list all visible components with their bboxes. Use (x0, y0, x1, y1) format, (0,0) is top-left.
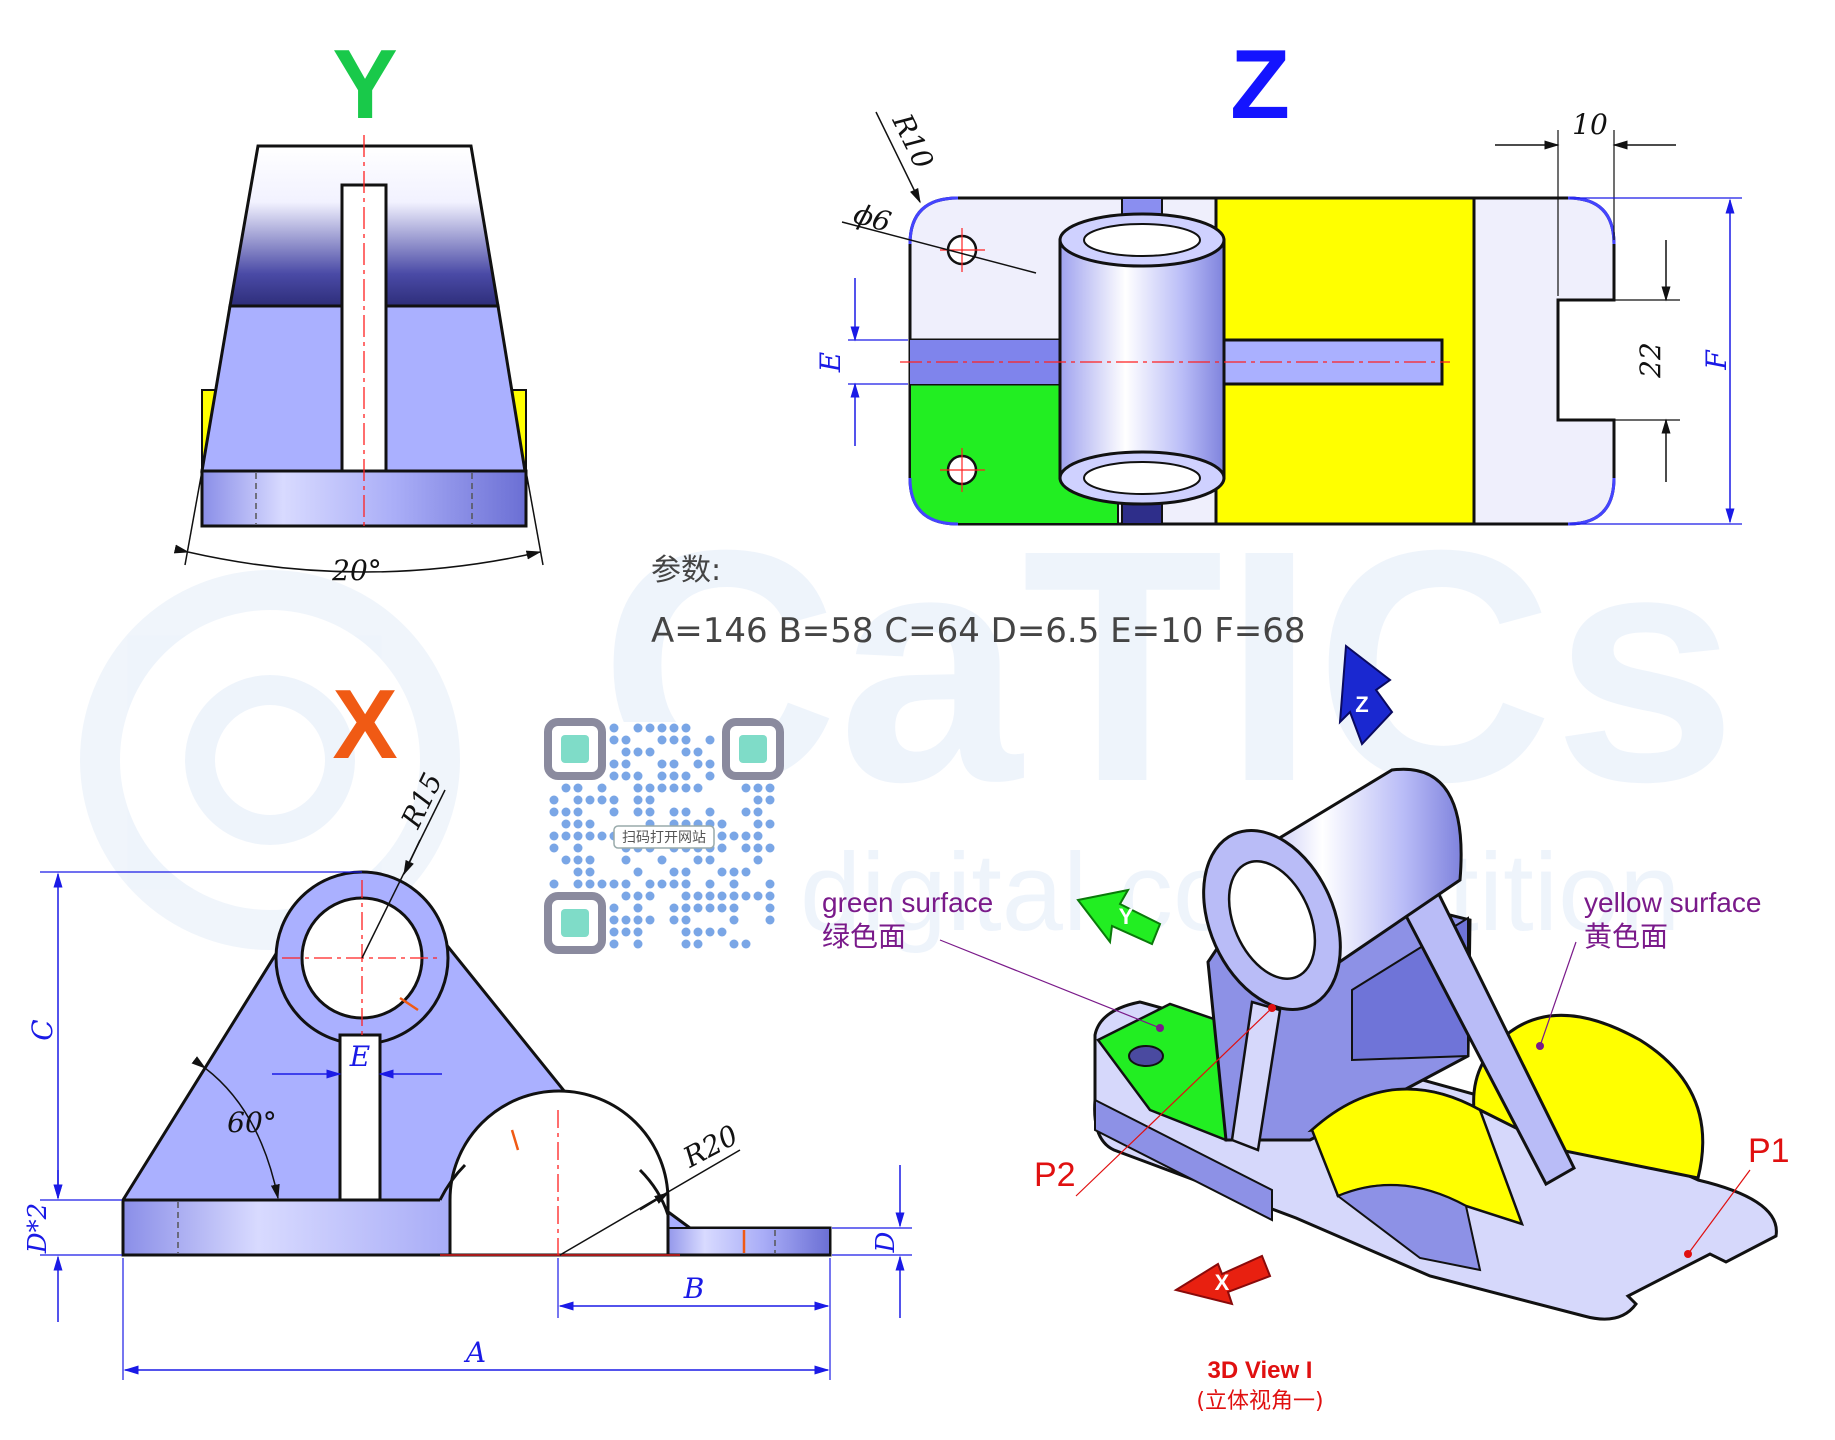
p1-label: P1 (1748, 1132, 1790, 1170)
dim-phi6: ϕ6 (850, 197, 895, 239)
watermark: CaTICs digital competition (80, 481, 1737, 954)
svg-text:Y: Y (1119, 904, 1134, 929)
parameters: 参数: A=146 B=58 C=64 D=6.5 E=10 F=68 (651, 553, 1306, 651)
z-direction-arrow: Z (1338, 644, 1394, 746)
params-heading: 参数: (651, 553, 721, 588)
dim-a: A (463, 1336, 486, 1369)
dim-f: F (1700, 349, 1733, 371)
dim-e-z: E (814, 352, 847, 373)
qr-code[interactable]: 扫码打开网站 (544, 718, 784, 954)
dim-twentytwo: 22 (1634, 342, 1667, 379)
view-3d-subtitle: (立体视角一) (1196, 1389, 1323, 1414)
x-direction-arrow: X (1173, 1254, 1272, 1306)
view-z: Z R10 ϕ6 (814, 29, 1742, 526)
green-surface-label-en: green surface (822, 887, 993, 918)
watermark-brand: CaTICs (600, 481, 1737, 850)
view-x-letter: X (332, 669, 397, 779)
view-x: X R15 E 60° (23, 669, 912, 1380)
dim-ten: 10 (1572, 108, 1608, 141)
view-3d-title: 3D View I (1208, 1357, 1313, 1384)
dim-r20: R20 (677, 1118, 743, 1174)
dim-twenty-deg: 20° (331, 554, 382, 587)
view-y: Y 20° (173, 29, 544, 587)
dim-e-x: E (349, 1040, 370, 1073)
yellow-surface-label-en: yellow surface (1584, 887, 1761, 918)
dim-d: D (871, 1231, 901, 1253)
green-surface-label-zh: 绿色面 (822, 921, 906, 952)
dim-r10: R10 (885, 108, 940, 174)
params-values: A=146 B=58 C=64 D=6.5 E=10 F=68 (651, 611, 1306, 651)
x-arch (448, 1089, 670, 1257)
dim-d2: D*2 (23, 1203, 53, 1254)
view-y-letter: Y (332, 29, 397, 139)
dim-c: C (26, 1019, 59, 1040)
qr-caption: 扫码打开网站 (622, 829, 706, 846)
view-z-letter: Z (1230, 29, 1290, 139)
z-cylinder (1058, 238, 1226, 480)
view-3d: Z Y X green s (822, 644, 1790, 1414)
svg-text:Z: Z (1355, 692, 1368, 717)
dim-sixty-deg: 60° (227, 1106, 277, 1139)
p2-label: P2 (1034, 1156, 1076, 1194)
dim-b: B (683, 1272, 705, 1305)
yellow-surface-label-zh: 黄色面 (1584, 921, 1668, 952)
x-slot (338, 1033, 382, 1202)
svg-text:X: X (1215, 1270, 1230, 1295)
y-direction-arrow: Y (1076, 888, 1162, 946)
